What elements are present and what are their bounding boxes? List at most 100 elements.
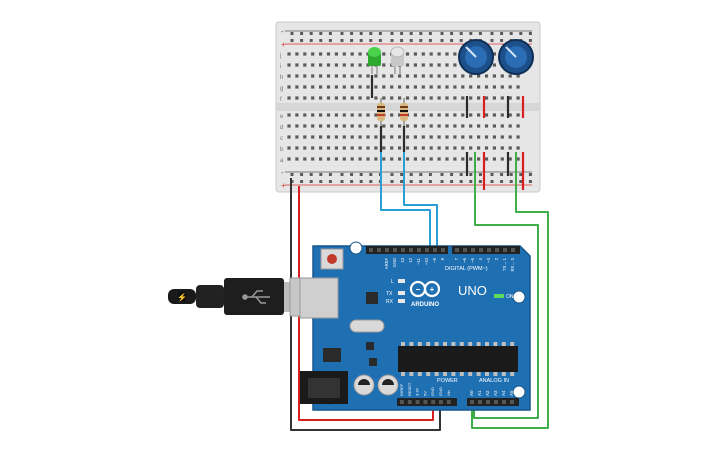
rail-hole[interactable]	[369, 32, 373, 35]
breadboard-hole[interactable]	[326, 63, 331, 67]
breadboard-hole[interactable]	[326, 157, 331, 161]
breadboard-hole[interactable]	[437, 146, 441, 150]
rail-hole[interactable]	[459, 173, 463, 176]
breadboard-hole[interactable]	[350, 74, 354, 78]
breadboard-hole[interactable]	[421, 146, 425, 150]
rail-hole[interactable]	[350, 173, 354, 176]
header-pin[interactable]	[407, 400, 412, 404]
rail-hole[interactable]	[359, 180, 363, 183]
breadboard-hole[interactable]	[445, 113, 449, 117]
blue-wire-1[interactable]	[380, 152, 431, 250]
breadboard-hole[interactable]	[382, 96, 386, 100]
breadboard-hole[interactable]	[358, 85, 362, 89]
breadboard-hole[interactable]	[469, 96, 473, 100]
breadboard-hole[interactable]	[453, 146, 457, 150]
breadboard-hole[interactable]	[303, 52, 307, 56]
breadboard-hole[interactable]	[390, 124, 394, 128]
breadboard-hole[interactable]	[500, 74, 504, 78]
rail-hole[interactable]	[409, 32, 413, 35]
breadboard-hole[interactable]	[405, 135, 410, 139]
rail-hole[interactable]	[419, 173, 423, 176]
header-pin[interactable]	[479, 248, 483, 252]
breadboard-hole[interactable]	[508, 85, 512, 89]
rail-hole[interactable]	[450, 39, 454, 42]
breadboard-hole[interactable]	[429, 74, 433, 78]
breadboard-hole[interactable]	[334, 124, 338, 128]
rail-hole[interactable]	[400, 39, 404, 42]
rail-hole[interactable]	[469, 32, 473, 35]
breadboard-hole[interactable]	[303, 63, 307, 67]
green-led[interactable]	[368, 47, 381, 74]
white-led[interactable]	[390, 46, 405, 74]
breadboard-hole[interactable]	[429, 85, 433, 89]
breadboard-hole[interactable]	[477, 157, 481, 161]
breadboard-hole[interactable]	[500, 96, 504, 100]
breadboard-hole[interactable]	[469, 74, 473, 78]
breadboard-hole[interactable]	[516, 113, 520, 117]
breadboard-hole[interactable]	[453, 63, 457, 67]
breadboard-hole[interactable]	[350, 135, 354, 139]
breadboard-hole[interactable]	[398, 135, 402, 139]
breadboard-hole[interactable]	[382, 146, 386, 150]
breadboard-hole[interactable]	[366, 96, 370, 100]
breadboard-hole[interactable]	[374, 157, 378, 161]
breadboard-hole[interactable]	[398, 96, 402, 100]
breadboard-hole[interactable]	[508, 113, 512, 117]
breadboard-hole[interactable]	[366, 74, 370, 78]
breadboard-hole[interactable]	[366, 85, 370, 89]
rail-hole[interactable]	[440, 180, 444, 183]
breadboard-hole[interactable]	[508, 124, 512, 128]
breadboard-hole[interactable]	[477, 96, 481, 100]
breadboard-hole[interactable]	[413, 74, 417, 78]
rail-hole[interactable]	[459, 32, 463, 35]
header-pin[interactable]	[510, 400, 514, 404]
potentiometer-2[interactable]	[498, 39, 534, 75]
breadboard-hole[interactable]	[469, 135, 473, 139]
rail-hole[interactable]	[419, 180, 423, 183]
breadboard-hole[interactable]	[398, 146, 402, 150]
breadboard-hole[interactable]	[319, 63, 323, 67]
breadboard-hole[interactable]	[390, 113, 394, 117]
rail-hole[interactable]	[500, 39, 504, 42]
breadboard-hole[interactable]	[429, 124, 433, 128]
breadboard-hole[interactable]	[287, 135, 291, 139]
breadboard-hole[interactable]	[421, 85, 425, 89]
rail-hole[interactable]	[290, 39, 294, 42]
breadboard-hole[interactable]	[334, 74, 338, 78]
rail-hole[interactable]	[409, 180, 413, 183]
breadboard-hole[interactable]	[405, 96, 410, 100]
breadboard-hole[interactable]	[350, 96, 354, 100]
breadboard-hole[interactable]	[311, 157, 315, 161]
breadboard-hole[interactable]	[492, 146, 496, 150]
breadboard-hole[interactable]	[421, 124, 425, 128]
breadboard-hole[interactable]	[453, 52, 457, 56]
rail-hole[interactable]	[300, 32, 304, 35]
breadboard-hole[interactable]	[413, 146, 417, 150]
breadboard-hole[interactable]	[366, 124, 370, 128]
breadboard-hole[interactable]	[358, 52, 362, 56]
breadboard-hole[interactable]	[334, 135, 338, 139]
rail-hole[interactable]	[490, 180, 494, 183]
breadboard-hole[interactable]	[342, 96, 346, 100]
breadboard-hole[interactable]	[366, 157, 370, 161]
breadboard-hole[interactable]	[374, 146, 378, 150]
breadboard-hole[interactable]	[303, 74, 307, 78]
rail-hole[interactable]	[290, 173, 294, 176]
header-pin[interactable]	[415, 400, 420, 404]
header-pin[interactable]	[439, 400, 443, 404]
breadboard-hole[interactable]	[492, 63, 496, 67]
breadboard-hole[interactable]	[421, 157, 425, 161]
breadboard-hole[interactable]	[453, 74, 457, 78]
breadboard-hole[interactable]	[445, 135, 449, 139]
breadboard-hole[interactable]	[405, 63, 410, 67]
rail-hole[interactable]	[519, 173, 523, 176]
header-pin[interactable]	[401, 248, 405, 252]
breadboard-hole[interactable]	[303, 124, 307, 128]
breadboard-hole[interactable]	[453, 157, 457, 161]
rail-hole[interactable]	[390, 39, 394, 42]
breadboard-hole[interactable]	[319, 146, 323, 150]
potentiometer-1[interactable]	[458, 39, 494, 75]
rail-hole[interactable]	[309, 32, 313, 35]
breadboard-hole[interactable]	[287, 146, 291, 150]
breadboard-hole[interactable]	[342, 157, 346, 161]
